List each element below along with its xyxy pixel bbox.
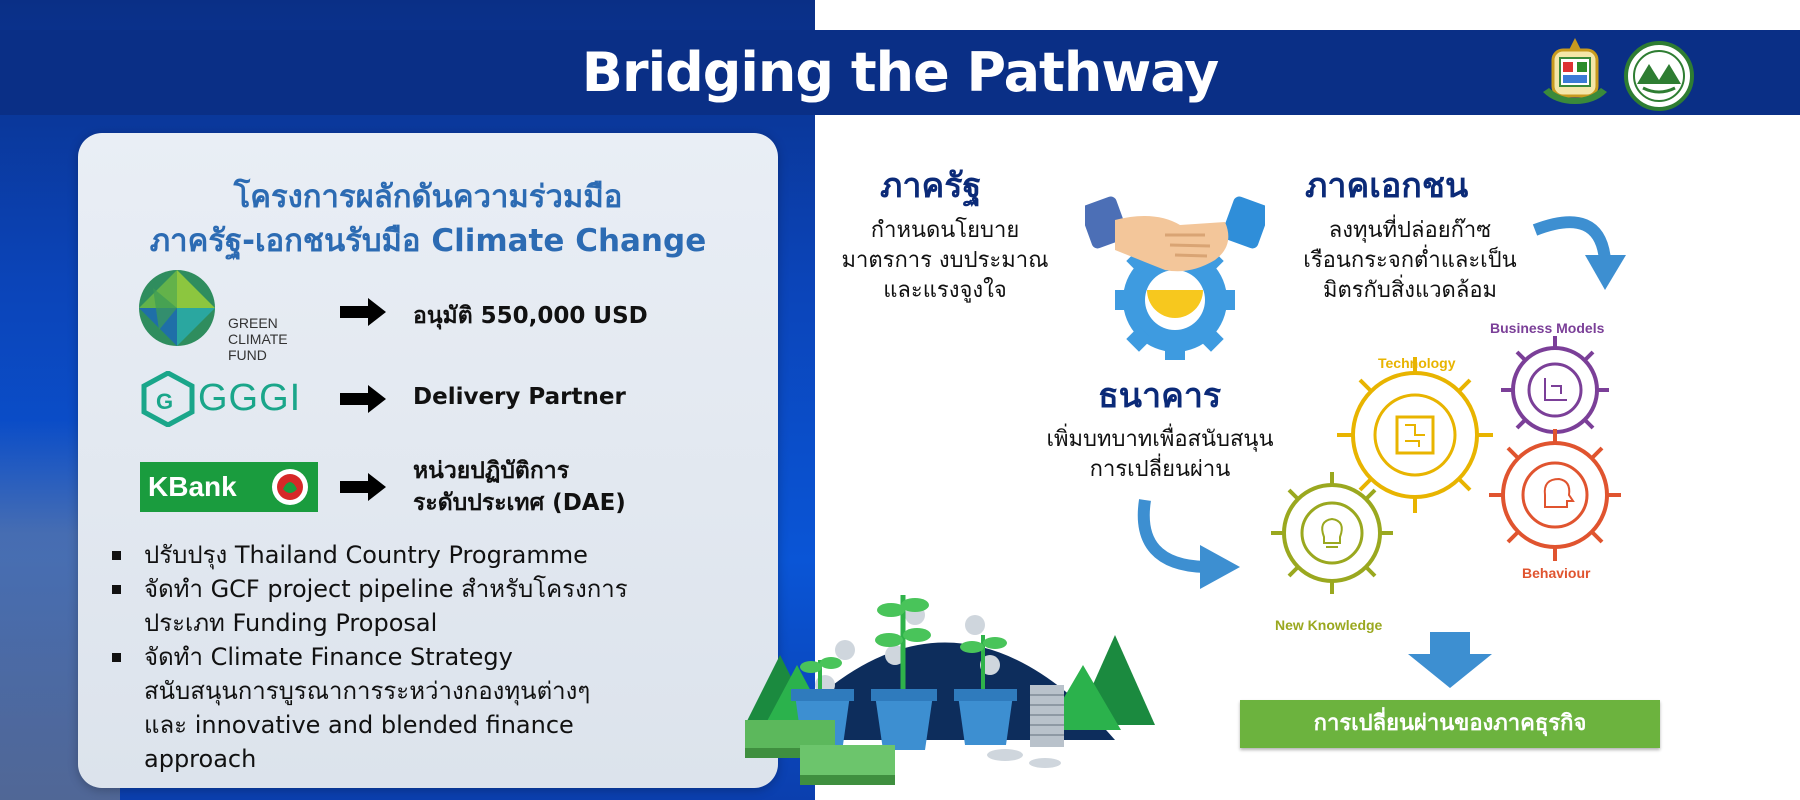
handshake-gear-icon [1085,196,1265,360]
business-models-label: Business Models [1490,320,1605,336]
private-sector-heading: ภาคเอกชน [1305,166,1469,206]
card-title-line1: โครงการผลักดันความร่วมมือ [233,179,623,215]
green-investment-illustration [745,595,1155,785]
page-title: Bridging the Pathway [581,41,1219,104]
business-models-gear-icon [1501,336,1609,444]
ministry-logo [1624,41,1694,111]
kbank-detail: หน่วยปฏิบัติการ ระดับประเทศ (DAE) [413,458,626,516]
behaviour-label: Behaviour [1522,565,1591,581]
business-transition-box: การเปลี่ยนผ่านของภาคธุรกิจ [1240,700,1660,748]
behaviour-gear-icon [1489,429,1621,561]
gggi-detail: Delivery Partner [413,384,626,410]
bank-text: เพิ่มบทบาทเพื่อสนับสนุน การเปลี่ยนผ่าน [1046,427,1274,482]
technology-gear-icon [1337,357,1493,513]
svg-text:G: G [156,389,173,414]
bank-heading: ธนาคาร [1098,376,1222,416]
new-knowledge-label: New Knowledge [1275,617,1383,633]
header-band [0,30,1800,115]
public-sector-text: กำหนดนโยบาย มาตรการ งบประมาณ และแรงจูงใจ [841,218,1049,303]
arrow-down-icon [1408,632,1492,688]
arrow-right-icon [340,298,386,326]
technology-label: Technology [1378,355,1456,371]
arrow-right-icon [340,385,386,413]
gggi-logo: G [141,371,195,427]
top-white-strip [815,0,1800,31]
curved-arrow-down-icon [1532,216,1626,290]
partnership-card: โครงการผลักดันความร่วมมือ ภาครัฐ-เอกชนรั… [78,133,778,788]
green-climate-fund-logo [139,270,215,346]
bullet-item: ปรับปรุง Thailand Country Programme [106,538,766,572]
kbank-logo: KBank [140,462,318,512]
gcf-detail: อนุมัติ 550,000 USD [413,303,648,329]
public-sector-heading: ภาครัฐ [880,166,982,206]
bullet-item: จัดทำ GCF project pipeline สำหรับโครงการ… [106,572,766,640]
bullet-list: ปรับปรุง Thailand Country Programme จัดท… [106,538,766,776]
kbank-leaf-icon [272,469,308,505]
government-seal-logo [1543,38,1607,104]
new-knowledge-gear-icon [1271,472,1393,594]
gggi-logo-text: GGGI [198,377,302,419]
innovation-gears-diagram [1271,336,1621,594]
private-sector-text: ลงทุนที่ปล่อยก๊าซ เรือนกระจกต่ำและเป็น ม… [1303,218,1517,303]
bullet-item: จัดทำ Climate Finance Strategy สนับสนุนก… [106,640,766,776]
card-title-line2: ภาครัฐ-เอกชนรับมือ Climate Change [149,223,707,259]
gcf-logo-text: GREEN CLIMATE FUND [228,315,288,363]
arrow-right-icon [340,473,386,501]
curved-arrow-right-icon [1137,499,1240,589]
